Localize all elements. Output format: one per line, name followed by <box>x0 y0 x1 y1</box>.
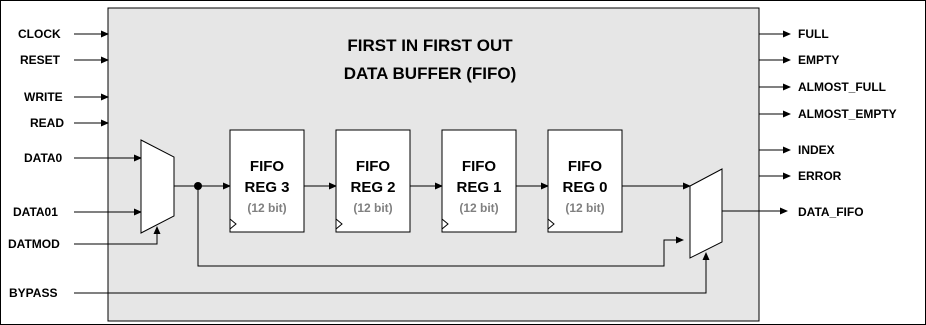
fifo-reg-3: FIFO REG 3 (12 bit) <box>229 129 305 233</box>
title-line-1: FIRST IN FIRST OUT <box>347 36 513 55</box>
fifo-reg-2-name: FIFO <box>356 158 390 175</box>
output-multiplexer <box>689 168 723 259</box>
fifo-reg-1-name: FIFO <box>462 158 496 175</box>
input-read-label: READ <box>30 116 64 130</box>
input-clock: CLOCK <box>18 27 109 41</box>
bypass-data-path <box>197 186 684 267</box>
fifo-reg-3-name: FIFO <box>250 158 284 175</box>
fifo-reg-3-box <box>229 129 305 233</box>
fifo-reg-2: FIFO REG 2 (12 bit) <box>335 129 411 233</box>
input-bypass: BYPASS <box>9 252 710 300</box>
bypass-select-line <box>74 252 710 294</box>
output-index: INDEX <box>759 143 835 157</box>
input-clock-label: CLOCK <box>18 27 61 41</box>
fifo-reg-0-label: REG 0 <box>562 179 607 196</box>
fifo-block <box>107 7 760 322</box>
fifo-reg-0-box <box>547 129 623 233</box>
output-index-label: INDEX <box>798 143 835 157</box>
input-datmod-label: DATMOD <box>8 237 60 251</box>
fifo-reg-1-label: REG 1 <box>456 179 501 196</box>
input-reset-label: RESET <box>20 53 61 67</box>
input-write-label: WRITE <box>24 90 63 104</box>
fifo-reg-0-name: FIFO <box>568 158 602 175</box>
input-read: READ <box>30 116 109 130</box>
output-empty-label: EMPTY <box>798 53 839 67</box>
fifo-reg-0: FIFO REG 0 (12 bit) <box>547 129 623 233</box>
input-reset: RESET <box>20 53 109 67</box>
input-bypass-label: BYPASS <box>9 286 57 300</box>
output-full-label: FULL <box>798 27 829 41</box>
input-data0: DATA0 <box>24 151 142 165</box>
fifo-reg-2-label: REG 2 <box>350 179 395 196</box>
output-data-fifo: DATA_FIFO <box>722 205 864 219</box>
output-empty: EMPTY <box>759 53 839 67</box>
input-write: WRITE <box>24 90 109 104</box>
fifo-reg-1: FIFO REG 1 (12 bit) <box>441 129 517 233</box>
input-datmod: DATMOD <box>8 226 161 251</box>
output-data-fifo-label: DATA_FIFO <box>798 205 864 219</box>
output-error: ERROR <box>759 169 842 183</box>
clock-triangle <box>335 218 343 230</box>
clock-triangle <box>229 218 237 230</box>
output-error-label: ERROR <box>798 169 842 183</box>
output-almost-empty: ALMOST_EMPTY <box>759 107 897 121</box>
output-almost-full-label: ALMOST_FULL <box>798 80 886 94</box>
fifo-reg-0-width: (12 bit) <box>565 201 604 215</box>
title-line-2: DATA BUFFER (FIFO) <box>344 64 516 83</box>
output-full: FULL <box>759 27 829 41</box>
fifo-reg-2-width: (12 bit) <box>353 201 392 215</box>
clock-triangle <box>441 218 449 230</box>
input-data01: DATA01 <box>13 205 142 219</box>
datmod-select-line <box>74 226 161 245</box>
input-data01-label: DATA01 <box>13 205 58 219</box>
output-almost-empty-label: ALMOST_EMPTY <box>798 107 897 121</box>
fifo-reg-2-box <box>335 129 411 233</box>
output-almost-full: ALMOST_FULL <box>759 80 886 94</box>
fifo-reg-3-label: REG 3 <box>244 179 289 196</box>
clock-triangle <box>547 218 555 230</box>
fifo-reg-3-width: (12 bit) <box>247 201 286 215</box>
fifo-reg-1-width: (12 bit) <box>459 201 498 215</box>
input-multiplexer <box>140 139 175 234</box>
fifo-reg-1-box <box>441 129 517 233</box>
input-data0-label: DATA0 <box>24 151 63 165</box>
